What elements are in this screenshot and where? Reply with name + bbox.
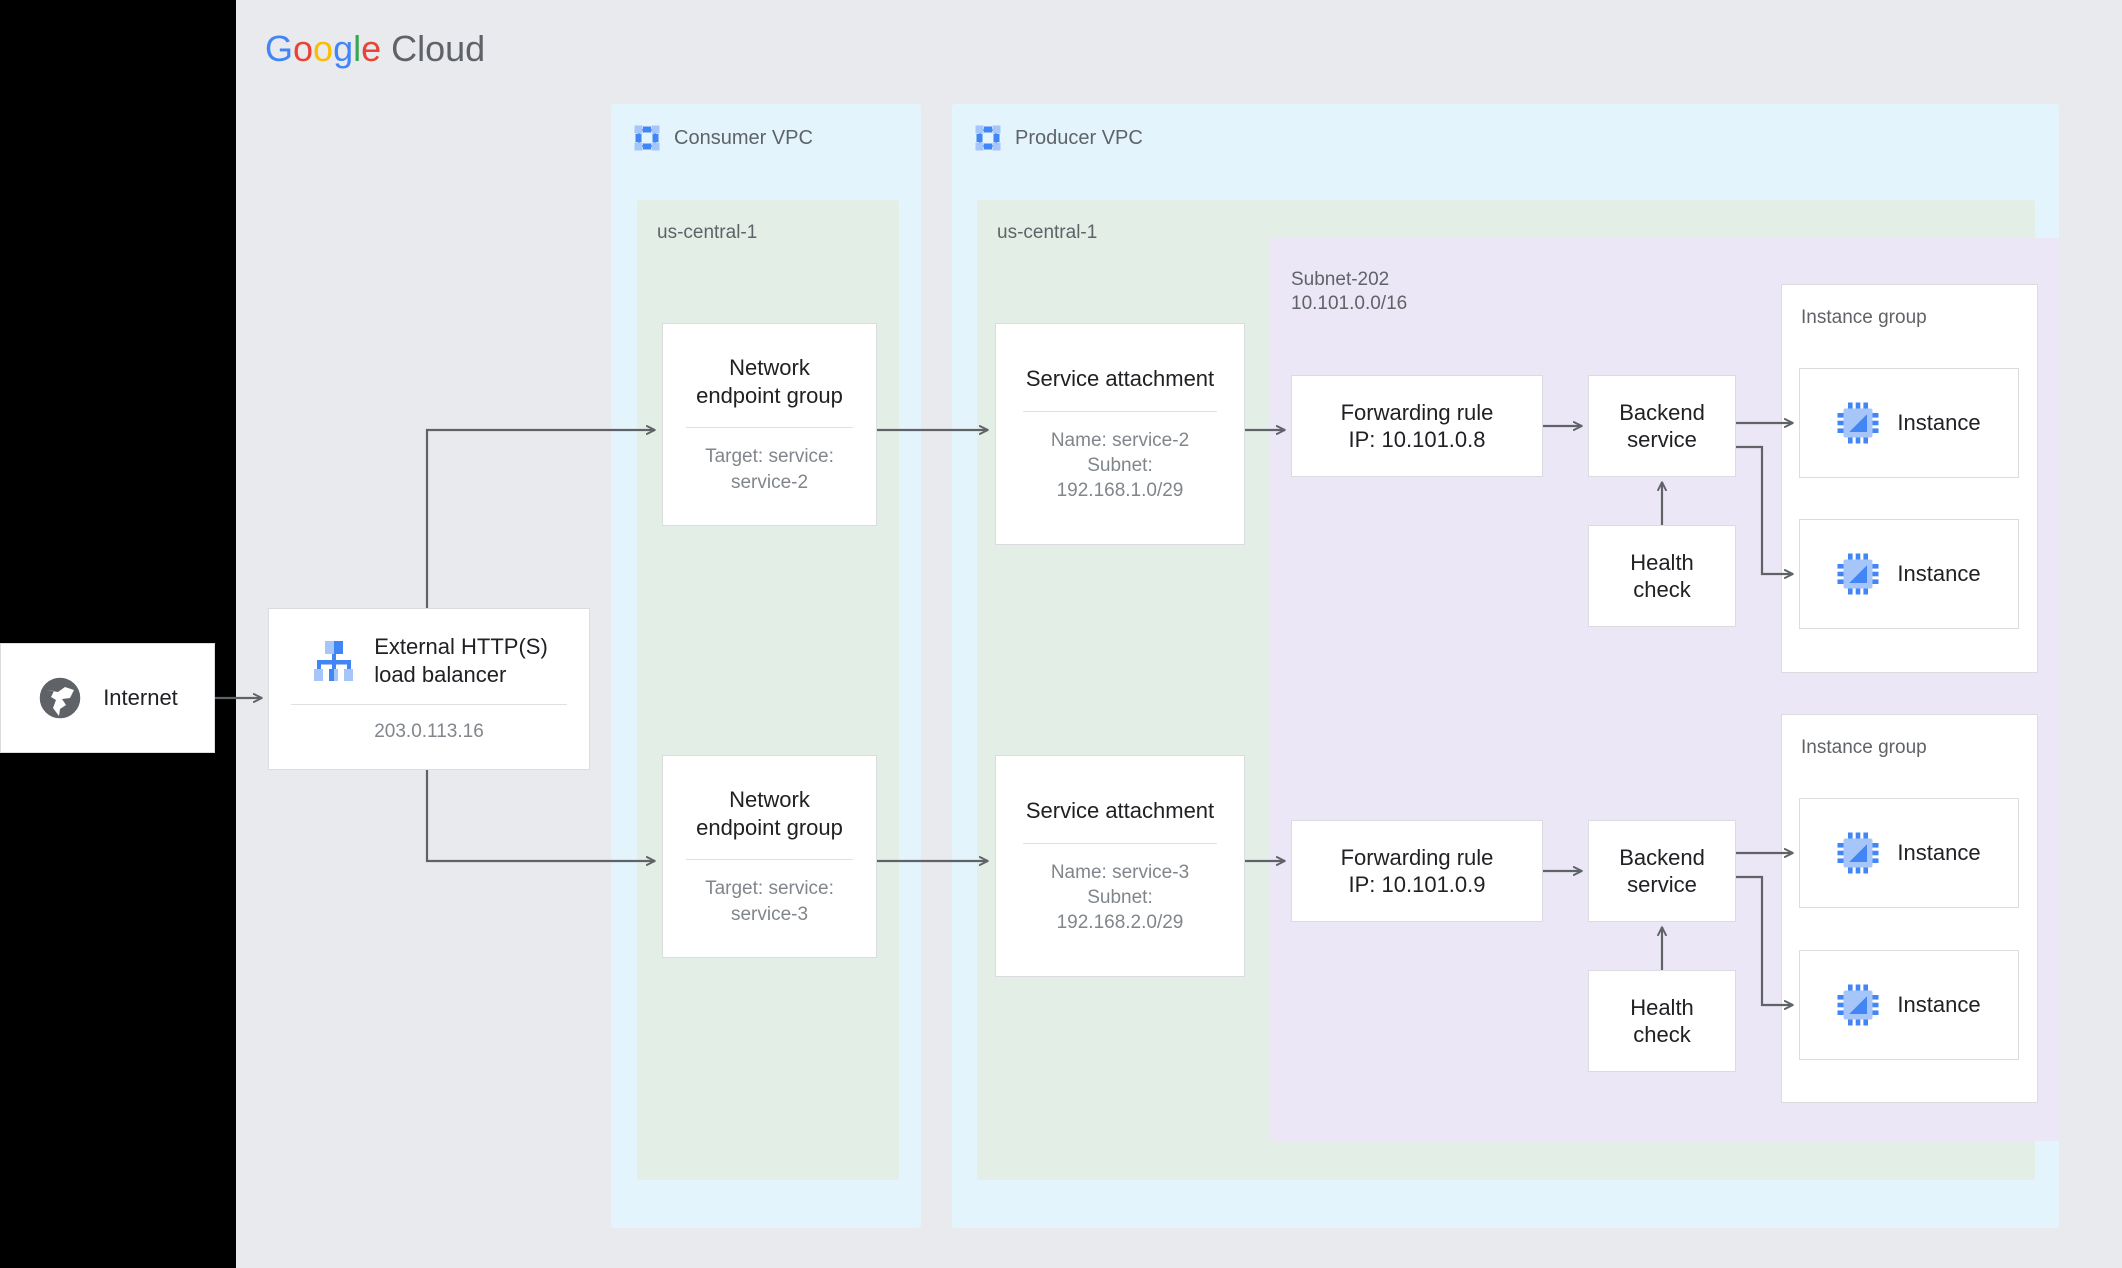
logo-letter-o1: o [293, 28, 314, 69]
service-attachment-1-title: Service attachment [1025, 366, 1215, 392]
forwarding-rule-1[interactable]: Forwarding rule IP: 10.101.0.8 [1291, 375, 1543, 477]
instance-1a-label: Instance [1897, 410, 1981, 435]
subnet-202-cidr: 10.101.0.0/16 [1291, 293, 1408, 315]
producer-vpc-header: Producer VPC [974, 124, 1143, 152]
service-attachment-1[interactable]: Service attachment Name: service-2 Subne… [995, 323, 1245, 545]
consumer-vpc-header: Consumer VPC [633, 124, 813, 152]
service-attachment-1-divider [1023, 410, 1217, 412]
instance-group-1-label: Instance group [1801, 307, 1927, 328]
logo-letter-e: e [361, 28, 382, 69]
vpc-icon [974, 124, 1002, 152]
instance-2a-label: Instance [1897, 840, 1981, 865]
instance-chip-icon [1837, 553, 1879, 595]
service-attachment-2-divider [1023, 842, 1217, 844]
subnet-202-label: Subnet-202 10.101.0.0/16 [1291, 268, 1407, 317]
health-check-1[interactable]: Health check [1588, 525, 1736, 627]
instance-1b[interactable]: Instance [1799, 519, 2019, 629]
vpc-icon [633, 124, 661, 152]
external-http-load-balancer[interactable]: External HTTP(S) load balancer 203.0.113… [268, 608, 590, 770]
forwarding-rule-2[interactable]: Forwarding rule IP: 10.101.0.9 [1291, 820, 1543, 922]
load-balancer-icon [310, 638, 356, 684]
logo-word-cloud: Cloud [391, 28, 486, 69]
network-endpoint-group-1[interactable]: Network endpoint group Target: service: … [662, 323, 877, 526]
logo-letter-g: g [333, 28, 354, 69]
instance-2b-label: Instance [1897, 992, 1981, 1017]
instance-2b[interactable]: Instance [1799, 950, 2019, 1060]
load-balancer-row: External HTTP(S) load balancer [290, 633, 568, 688]
internet-node[interactable]: Internet [0, 643, 215, 753]
globe-icon [37, 675, 83, 721]
load-balancer-ip: 203.0.113.16 [374, 721, 484, 743]
instance-chip-icon [1837, 402, 1879, 444]
neg-2-title: Network endpoint group [696, 787, 843, 840]
network-endpoint-group-2[interactable]: Network endpoint group Target: service: … [662, 755, 877, 958]
consumer-region-label: us-central-1 [657, 222, 758, 243]
neg-2-target: Target: service: service-3 [705, 878, 834, 925]
instance-2a[interactable]: Instance [1799, 798, 2019, 908]
service-attachment-2-title: Service attachment [1025, 798, 1215, 824]
producer-region-label: us-central-1 [997, 222, 1098, 243]
load-balancer-divider [291, 704, 567, 706]
internet-label: Internet [103, 685, 178, 710]
service-attachment-2[interactable]: Service attachment Name: service-3 Subne… [995, 755, 1245, 977]
logo-letter-o2: o [313, 28, 334, 69]
logo-letter-l: l [353, 28, 362, 69]
instance-group-2-label: Instance group [1801, 737, 1927, 758]
load-balancer-title: External HTTP(S) load balancer [374, 634, 548, 687]
backend-service-2[interactable]: Backend service [1588, 820, 1736, 922]
producer-vpc-label: Producer VPC [1015, 126, 1143, 149]
subnet-202-name: Subnet-202 [1291, 269, 1390, 290]
service-attachment-2-details: Name: service-3 Subnet: 192.168.2.0/29 [1050, 861, 1190, 933]
neg-1-target: Target: service: service-2 [705, 446, 834, 493]
instance-1a[interactable]: Instance [1799, 368, 2019, 478]
neg-1-divider [686, 427, 853, 429]
backend-service-1[interactable]: Backend service [1588, 375, 1736, 477]
neg-1-title: Network endpoint group [696, 355, 843, 408]
instance-chip-icon [1837, 832, 1879, 874]
consumer-vpc-label: Consumer VPC [674, 126, 813, 149]
service-attachment-1-details: Name: service-2 Subnet: 192.168.1.0/29 [1050, 429, 1190, 501]
instance-chip-icon [1837, 984, 1879, 1026]
health-check-2[interactable]: Health check [1588, 970, 1736, 1072]
neg-2-divider [686, 859, 853, 861]
instance-1b-label: Instance [1897, 561, 1981, 586]
logo-letter-G: G [265, 28, 294, 69]
